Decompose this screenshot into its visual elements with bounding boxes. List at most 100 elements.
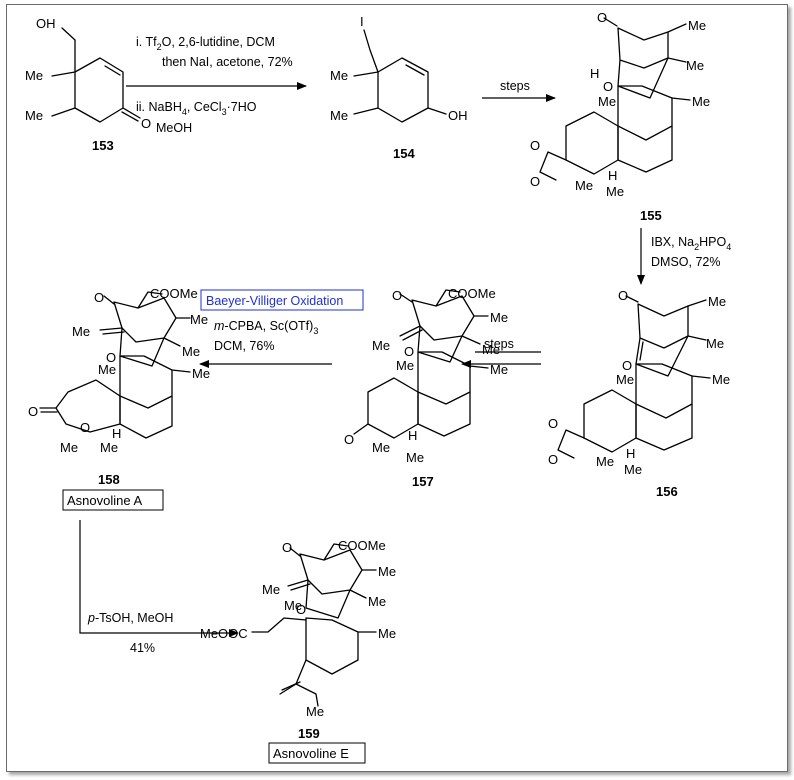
atom-o: O: [141, 116, 151, 131]
atom-o: O: [344, 432, 354, 447]
atom-me: Me: [706, 336, 724, 351]
svg-text:DMSO, 72%: DMSO, 72%: [651, 255, 720, 269]
atom-me: Me: [596, 454, 614, 469]
reaction-arrow-4: steps: [461, 337, 541, 368]
svg-text:ii. NaBH4, CeCl3·7HO: ii. NaBH4, CeCl3·7HO: [136, 100, 257, 117]
atom-o: O: [94, 290, 104, 305]
atom-o: O: [404, 344, 414, 359]
compound-label-153: 153: [92, 138, 114, 153]
atom-iodo: I: [360, 14, 364, 29]
reaction-arrow-5: Baeyer-Villiger Oxidation m-CPBA, Sc(OTf…: [199, 289, 364, 368]
atom-o: O: [296, 602, 306, 617]
atom-me: Me: [575, 178, 593, 193]
compound-name-box-159: [268, 742, 366, 764]
svg-text:MeOH: MeOH: [156, 121, 192, 135]
svg-text:steps: steps: [500, 79, 530, 93]
atom-me: Me: [372, 338, 390, 353]
atom-me: Me: [262, 582, 280, 597]
compound-154: I Me Me OH 154: [330, 14, 468, 161]
atom-me: Me: [330, 108, 348, 123]
atom-me: Me: [284, 598, 302, 613]
atom-me: Me: [406, 450, 424, 465]
atom-o: O: [392, 288, 402, 303]
atom-oh: OH: [36, 16, 56, 31]
atom-me: Me: [686, 58, 704, 73]
atom-me: Me: [598, 94, 616, 109]
atom-me: Me: [688, 18, 706, 33]
atom-o: O: [548, 416, 558, 431]
atom-o: O: [548, 452, 558, 467]
compound-label-154: 154: [393, 146, 415, 161]
reaction-arrow-2: steps: [482, 79, 556, 102]
atom-me: Me: [330, 68, 348, 83]
atom-me: Me: [306, 704, 324, 719]
compound-name-158: Asnovoline A: [67, 493, 142, 508]
atom-coome: COOMe: [338, 538, 386, 553]
compound-label-157: 157: [412, 474, 434, 489]
compound-label-156: 156: [656, 484, 678, 499]
compound-name-159: Asnovoline E: [273, 746, 349, 761]
atom-h: H: [112, 426, 121, 441]
atom-me: Me: [708, 294, 726, 309]
atom-me: Me: [490, 362, 508, 377]
reaction-arrow-6: p-TsOH, MeOH 41%: [79, 520, 239, 655]
atom-me: Me: [378, 626, 396, 641]
atom-me: Me: [624, 462, 642, 477]
atom-me: Me: [190, 312, 208, 327]
atom-h: H: [626, 446, 635, 461]
reaction-name: Baeyer-Villiger Oxidation: [206, 294, 343, 308]
reaction-name-box: [200, 289, 364, 311]
compound-153: OH O Me Me 153: [25, 16, 151, 153]
svg-text:i. Tf2O, 2,6-lutidine, DCM: i. Tf2O, 2,6-lutidine, DCM: [136, 35, 275, 52]
atom-meooc: MeOOC: [200, 626, 248, 641]
scheme-frame: [6, 4, 788, 772]
atom-me: Me: [192, 366, 210, 381]
svg-text:41%: 41%: [130, 641, 155, 655]
compound-156: O Me Me O Me Me O O H Me Me 156: [548, 288, 730, 499]
atom-o: O: [106, 350, 116, 365]
compound-name-box-158: [62, 489, 164, 511]
atom-o: O: [282, 540, 292, 555]
svg-text:steps: steps: [484, 337, 514, 351]
svg-text:p-TsOH, MeOH: p-TsOH, MeOH: [87, 611, 173, 625]
compound-label-155: 155: [640, 208, 662, 223]
compound-159: O COOMe Me Me Me O Me Me MeOOC Me 159 As…: [200, 538, 396, 764]
atom-me: Me: [616, 372, 634, 387]
atom-coome: COOMe: [448, 286, 496, 301]
atom-me: Me: [712, 372, 730, 387]
svg-text:DCM, 76%: DCM, 76%: [214, 339, 274, 353]
compound-155: O Me Me H O Me Me O O H Me Me 155: [530, 10, 710, 223]
atom-oh: OH: [448, 108, 468, 123]
atom-o: O: [530, 174, 540, 189]
atom-h: H: [608, 168, 617, 183]
atom-o: O: [597, 10, 607, 25]
atom-me: Me: [372, 440, 390, 455]
svg-text:m-CPBA, Sc(OTf)3: m-CPBA, Sc(OTf)3: [214, 319, 318, 336]
reaction-arrow-1: i. Tf2O, 2,6-lutidine, DCM then NaI, ace…: [126, 35, 307, 135]
atom-me: Me: [482, 342, 500, 357]
atom-me: Me: [72, 324, 90, 339]
svg-text:then NaI, acetone, 72%: then NaI, acetone, 72%: [162, 55, 293, 69]
svg-text:IBX, Na2HPO4: IBX, Na2HPO4: [651, 235, 731, 252]
atom-o: O: [622, 358, 632, 373]
atom-me: Me: [368, 594, 386, 609]
atom-me: Me: [60, 440, 78, 455]
compound-157: O COOMe Me Me Me O Me Me O H Me Me 157: [344, 286, 508, 489]
atom-me: Me: [100, 440, 118, 455]
atom-me: Me: [378, 564, 396, 579]
atom-o: O: [603, 79, 613, 94]
atom-me: Me: [606, 184, 624, 199]
atom-me: Me: [396, 358, 414, 373]
atom-me: Me: [25, 108, 43, 123]
reaction-arrow-3: IBX, Na2HPO4 DMSO, 72%: [637, 228, 731, 285]
atom-coome: COOMe: [150, 286, 198, 301]
atom-h: H: [408, 428, 417, 443]
atom-me: Me: [25, 68, 43, 83]
compound-label-158: 158: [98, 472, 120, 487]
atom-me: Me: [692, 94, 710, 109]
atom-me: Me: [490, 310, 508, 325]
atom-o: O: [28, 404, 38, 419]
atom-o: O: [530, 138, 540, 153]
